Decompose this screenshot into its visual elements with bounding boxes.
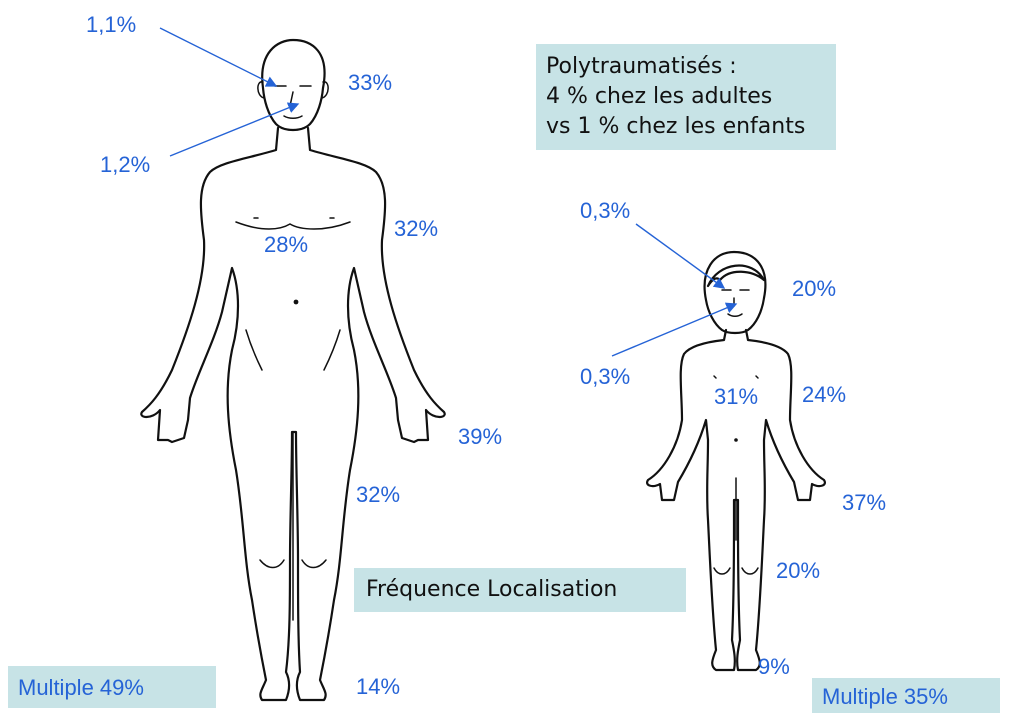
arrow-adult-eye — [160, 28, 276, 86]
child-upper-limb-pct: 24% — [802, 384, 846, 406]
arrow-child-eye — [636, 224, 724, 288]
adult-upper-limb-pct: 32% — [394, 218, 438, 240]
info-line-2: 4 % chez les adultes — [546, 82, 836, 112]
child-hand-pct: 37% — [842, 492, 886, 514]
child-eye-pct: 0,3% — [580, 200, 630, 222]
adult-thorax-pct: 28% — [264, 234, 308, 256]
adult-hand-pct: 39% — [458, 426, 502, 448]
legend-label: Fréquence Localisation — [366, 577, 617, 602]
child-multiple-label: Multiple 35% — [822, 684, 948, 709]
child-head-pct: 20% — [792, 278, 836, 300]
child-foot-pct: 9% — [758, 656, 790, 678]
adult-lower-limb-pct: 32% — [356, 484, 400, 506]
adult-multiple-box: Multiple 49% — [8, 666, 216, 708]
adult-multiple-label: Multiple 49% — [18, 675, 144, 700]
adult-foot-pct: 14% — [356, 676, 400, 698]
adult-head-pct: 33% — [348, 72, 392, 94]
child-lower-limb-pct: 20% — [776, 560, 820, 582]
child-multiple-box: Multiple 35% — [812, 678, 1000, 713]
info-line-3: vs 1 % chez les enfants — [546, 112, 836, 142]
arrow-child-face — [612, 304, 736, 356]
adult-eye-pct: 1,1% — [86, 14, 136, 36]
frequency-legend-box: Fréquence Localisation — [354, 568, 686, 612]
adult-face-pct: 1,2% — [100, 154, 150, 176]
child-thorax-pct: 31% — [714, 386, 758, 408]
info-line-1: Polytraumatisés : — [546, 52, 836, 82]
child-face-pct: 0,3% — [580, 366, 630, 388]
polytrauma-info-box: Polytraumatisés : 4 % chez les adultes v… — [536, 44, 836, 150]
